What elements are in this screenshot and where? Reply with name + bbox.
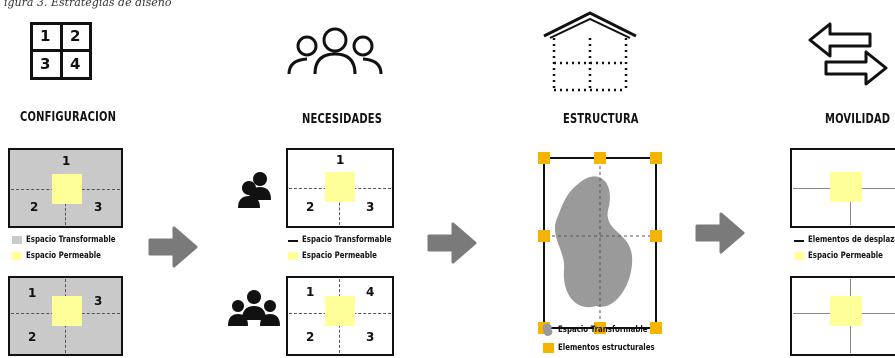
section-title-configuracion: CONFIGURACION <box>20 110 117 125</box>
legend-swatch-yellow <box>794 252 804 260</box>
grid-number: 1 <box>40 27 51 45</box>
right-arrow-icon <box>427 222 477 264</box>
movilidad-diagram-top <box>790 148 895 228</box>
legend-label: Espacio Transformable <box>302 235 392 245</box>
legend-label: Espacio Transformable <box>26 235 116 245</box>
space-number: 4 <box>366 285 375 299</box>
space-number: 3 <box>366 200 375 214</box>
legend-swatch-orange <box>543 343 554 353</box>
legend-label: Espacio Permeable <box>302 251 377 261</box>
movilidad-diagram-bottom <box>790 276 895 356</box>
legend-swatch-yellow <box>288 252 298 260</box>
legend-swatch-gray <box>12 236 22 244</box>
exchange-arrows-icon <box>808 22 888 86</box>
space-number: 1 <box>62 154 71 168</box>
grid-number: 2 <box>70 27 81 45</box>
space-number: 2 <box>306 330 315 344</box>
legend-label: Elementos de desplazamiento <box>808 235 895 245</box>
people-pair-icon <box>238 172 271 208</box>
space-number: 1 <box>306 285 315 299</box>
space-number: 3 <box>94 294 103 308</box>
right-arrow-icon <box>148 226 198 268</box>
necesidades-diagram-top: 1 2 3 <box>286 148 394 228</box>
structure-diagram <box>538 152 662 334</box>
necesidades-diagram-bottom: 1 4 2 3 <box>286 276 394 356</box>
space-number: 1 <box>28 286 37 300</box>
section-title-movilidad: MOVILIDAD <box>825 112 891 127</box>
people-trio-icon <box>228 290 280 326</box>
legend-swatch-dashed <box>288 240 298 242</box>
legend-swatch-blob <box>542 323 553 336</box>
right-arrow-icon <box>695 212 745 254</box>
legend-swatch-dashed <box>794 240 804 242</box>
grid-1234-icon: 1 2 3 4 <box>30 22 92 80</box>
space-number: 2 <box>28 330 37 344</box>
house-frame-icon <box>543 11 637 92</box>
legend-label: Espacio Transformable <box>558 325 648 335</box>
legend-label: Elementos estructurales <box>558 343 655 353</box>
people-group-icon <box>287 27 383 75</box>
grid-number: 3 <box>40 55 51 73</box>
figure-caption: igura 3. Estrategias de diseño <box>4 0 172 9</box>
legend-label: Espacio Permeable <box>26 251 101 261</box>
section-title-estructura: ESTRUCTURA <box>563 112 639 127</box>
space-number: 2 <box>30 200 39 214</box>
legend-label: Espacio Permeable <box>808 251 883 261</box>
space-number: 3 <box>94 200 103 214</box>
space-number: 1 <box>336 153 345 167</box>
configuracion-diagram-bottom: 1 3 2 <box>8 276 123 356</box>
space-number: 3 <box>366 330 375 344</box>
legend-swatch-yellow <box>12 252 22 260</box>
configuracion-diagram-top: 1 2 3 <box>8 148 123 228</box>
space-number: 2 <box>306 200 315 214</box>
section-title-necesidades: NECESIDADES <box>302 112 383 127</box>
grid-number: 4 <box>70 55 81 73</box>
